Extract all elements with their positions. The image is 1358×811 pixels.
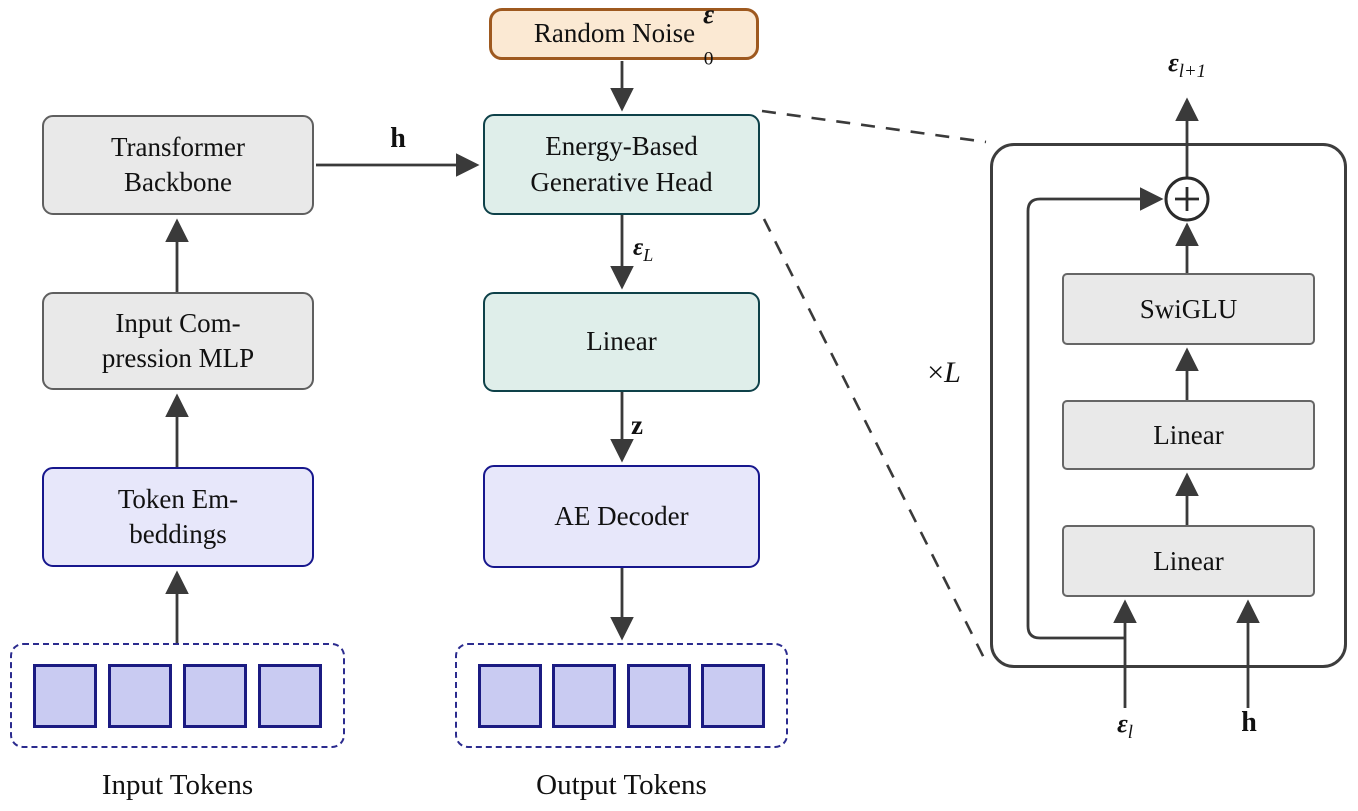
token-square (33, 663, 97, 728)
random-noise-text: Random Noise (533, 18, 696, 49)
h-input-label: h (1241, 707, 1257, 738)
token-square (258, 663, 322, 728)
node-label-line: Input Com- (115, 307, 241, 338)
node-energy-based-generative-head: Energy-Based Generative Head (483, 114, 760, 215)
output-tokens-group (455, 643, 788, 748)
token-square (478, 663, 542, 728)
node-label-line: Token Em- (117, 483, 239, 514)
input-tokens-group (10, 643, 345, 748)
generative-head-detail-panel (990, 143, 1347, 668)
node-input-compression-mlp: Input Com- pression MLP (42, 292, 314, 390)
node-label-line: Generative Head (530, 166, 713, 197)
node-label: SwiGLU (1139, 293, 1238, 324)
dashed-connector-bottom (762, 218, 989, 665)
input-tokens-caption: Input Tokens (101, 769, 254, 801)
repeat-times-L-label: ×L (927, 356, 961, 389)
token-square (108, 663, 172, 728)
node-label-line: Transformer (111, 131, 245, 162)
node-transformer-backbone: Transformer Backbone (42, 115, 314, 215)
token-square (626, 663, 691, 728)
node-linear-bottom: Linear (1062, 525, 1315, 597)
token-square (552, 663, 617, 728)
node-linear-mid: Linear (1062, 400, 1315, 470)
edge-label-epsilon-L: εL (633, 234, 654, 265)
token-square (700, 663, 765, 728)
node-label-line: beddings (129, 519, 227, 549)
edge-label-z: z (631, 410, 643, 440)
node-label: AE Decoder (554, 500, 689, 531)
epsilon-l-label: εl (1117, 709, 1133, 744)
node-label: Linear (1153, 545, 1224, 576)
node-token-embeddings: Token Em- beddings (42, 467, 314, 567)
node-ae-decoder: AE Decoder (483, 465, 760, 568)
node-label-line: pression MLP (101, 343, 255, 373)
token-square (183, 663, 247, 728)
epsilon-l-plus-1-label: εl+1 (1168, 48, 1206, 83)
node-label-line: Energy-Based (545, 131, 698, 162)
node-linear: Linear (483, 292, 760, 392)
edge-label-h: h (390, 123, 406, 154)
node-label: Linear (586, 326, 657, 357)
node-label-line: Backbone (124, 167, 232, 197)
dashed-connector-top (761, 109, 987, 144)
node-swiglu: SwiGLU (1062, 273, 1315, 345)
node-label: Linear (1153, 419, 1224, 450)
output-tokens-caption: Output Tokens (536, 769, 707, 801)
